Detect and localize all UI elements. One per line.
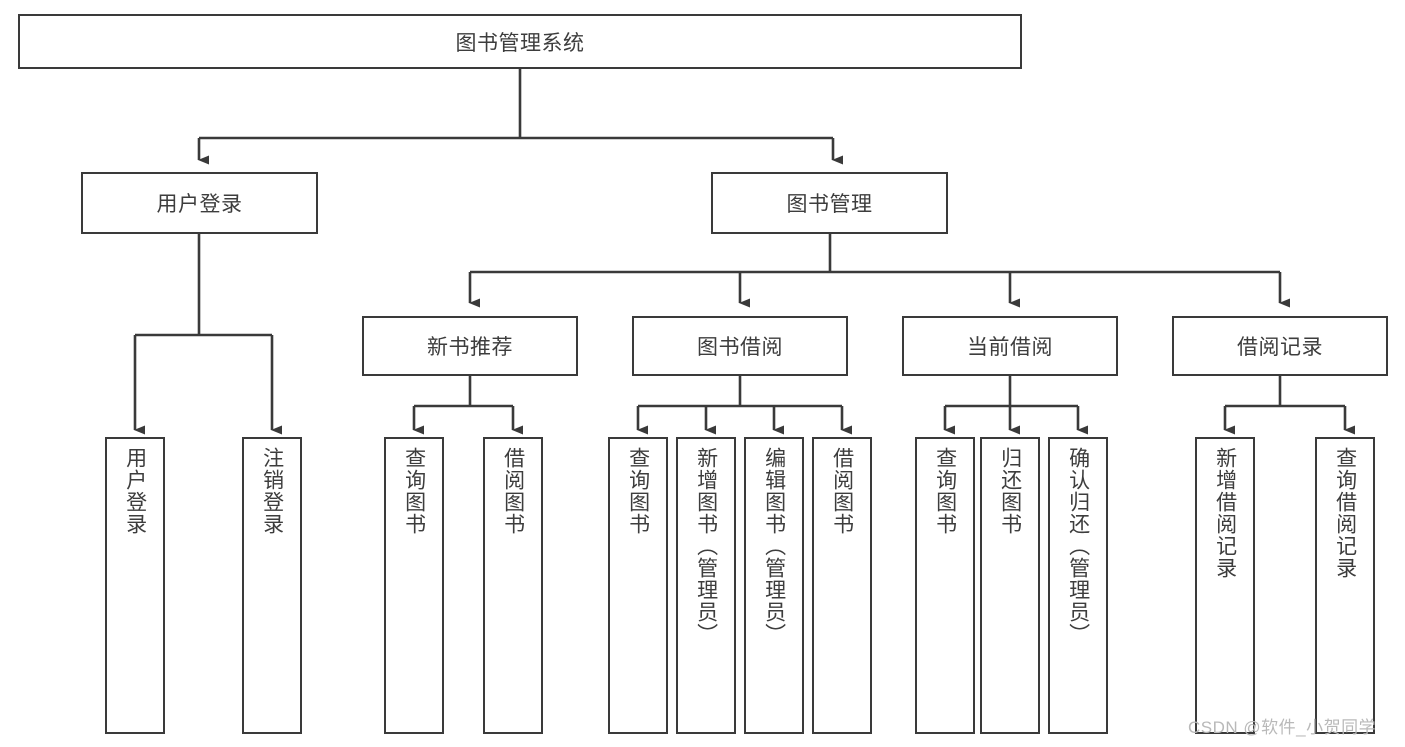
- node-book-management-label: 图书管理: [786, 193, 873, 216]
- node-leaf-user-login-label: 用户登录: [123, 447, 147, 535]
- node-leaf-edit-book-label: 编辑图书（管理员）: [762, 447, 786, 645]
- node-borrow-record[interactable]: 借阅记录: [1172, 316, 1388, 376]
- node-leaf-edit-book[interactable]: 编辑图书（管理员）: [744, 437, 804, 734]
- node-leaf-borrow-book-2[interactable]: 借阅图书: [812, 437, 872, 734]
- node-leaf-borrow-book-1-label: 借阅图书: [501, 447, 525, 535]
- node-leaf-confirm-return-label: 确认归还（管理员）: [1066, 447, 1090, 645]
- node-leaf-add-book-label: 新增图书（管理员）: [694, 447, 718, 645]
- node-leaf-user-login[interactable]: 用户登录: [105, 437, 165, 734]
- node-user-login-label: 用户登录: [156, 193, 243, 216]
- node-leaf-add-record[interactable]: 新增借阅记录: [1195, 437, 1255, 734]
- node-leaf-query-book-2[interactable]: 查询图书: [608, 437, 668, 734]
- node-leaf-add-book[interactable]: 新增图书（管理员）: [676, 437, 736, 734]
- node-leaf-query-record-label: 查询借阅记录: [1333, 447, 1357, 579]
- node-book-management[interactable]: 图书管理: [711, 172, 948, 234]
- node-current-borrow-label: 当前借阅: [967, 336, 1053, 359]
- node-book-borrow-label: 图书借阅: [697, 336, 783, 359]
- node-new-book-recommend[interactable]: 新书推荐: [362, 316, 578, 376]
- node-book-borrow[interactable]: 图书借阅: [632, 316, 848, 376]
- node-leaf-query-book-1-label: 查询图书: [402, 447, 426, 535]
- node-leaf-return-book-label: 归还图书: [998, 447, 1022, 535]
- node-user-login[interactable]: 用户登录: [81, 172, 318, 234]
- node-leaf-logout[interactable]: 注销登录: [242, 437, 302, 734]
- node-leaf-borrow-book-2-label: 借阅图书: [830, 447, 854, 535]
- node-leaf-logout-label: 注销登录: [260, 447, 284, 535]
- node-current-borrow[interactable]: 当前借阅: [902, 316, 1118, 376]
- node-leaf-return-book[interactable]: 归还图书: [980, 437, 1040, 734]
- node-leaf-borrow-book-1[interactable]: 借阅图书: [483, 437, 543, 734]
- node-leaf-confirm-return[interactable]: 确认归还（管理员）: [1048, 437, 1108, 734]
- node-leaf-query-book-3-label: 查询图书: [933, 447, 957, 535]
- node-leaf-query-record[interactable]: 查询借阅记录: [1315, 437, 1375, 734]
- node-leaf-query-book-3[interactable]: 查询图书: [915, 437, 975, 734]
- node-root-label: 图书管理系统: [455, 31, 585, 55]
- node-leaf-query-book-1[interactable]: 查询图书: [384, 437, 444, 734]
- node-new-book-recommend-label: 新书推荐: [427, 336, 513, 359]
- node-leaf-add-record-label: 新增借阅记录: [1213, 447, 1237, 579]
- watermark: CSDN @软件_小贺同学: [1188, 718, 1377, 737]
- node-leaf-query-book-2-label: 查询图书: [626, 447, 650, 535]
- node-root[interactable]: 图书管理系统: [18, 14, 1022, 69]
- node-borrow-record-label: 借阅记录: [1237, 336, 1323, 359]
